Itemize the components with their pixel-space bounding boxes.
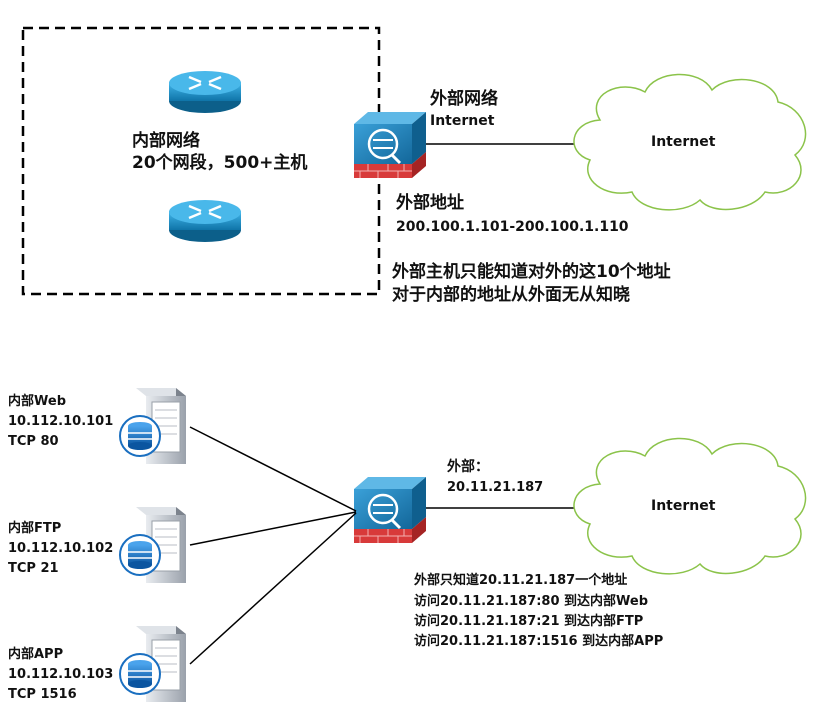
server-icon-app <box>119 625 187 703</box>
cloud-label-bottom: Internet <box>651 498 716 514</box>
external-address-title: 外部地址 <box>396 193 464 213</box>
top-note-line-1: 外部主机只能知道对外的这10个地址 <box>392 262 671 282</box>
server-icon-ftp <box>119 506 187 584</box>
server-ftp-port: TCP 21 <box>8 561 59 576</box>
server-icon-web <box>119 387 187 465</box>
server-ftp-ip: 10.112.10.102 <box>8 541 114 556</box>
external-address-range: 200.100.1.101-200.100.1.110 <box>396 219 629 235</box>
server-app-port: TCP 1516 <box>8 687 77 702</box>
bottom-note-3: 访问20.11.21.187:21 到达内部FTP <box>414 614 644 629</box>
server-web-ip: 10.112.10.101 <box>8 414 114 429</box>
firewall-icon-top <box>352 110 428 180</box>
server-web-port: TCP 80 <box>8 434 59 449</box>
internal-network-title: 内部网络 <box>132 131 200 151</box>
bottom-note-2: 访问20.11.21.187:80 到达内部Web <box>414 594 649 609</box>
router-icon-2 <box>167 198 243 244</box>
top-note-line-2: 对于内部的地址从外面无从知晓 <box>392 285 630 305</box>
router-icon-1 <box>167 69 243 115</box>
link-web <box>189 426 357 512</box>
link-ftp <box>189 511 357 546</box>
cloud-label-top: Internet <box>651 134 716 150</box>
bottom-note-4: 访问20.11.21.187:1516 到达内部APP <box>414 634 664 649</box>
external-title-bottom: 外部： <box>447 459 489 475</box>
firewall-icon-bottom <box>352 475 428 545</box>
internal-network-subtitle: 20个网段，500+主机 <box>132 153 308 173</box>
bottom-note-1: 外部只知道20.11.21.187一个地址 <box>414 573 628 588</box>
external-ip-bottom: 20.11.21.187 <box>447 480 544 495</box>
cloud-icon-bottom <box>573 437 807 575</box>
external-network-title: 外部网络 <box>430 89 498 109</box>
server-app-name: 内部APP <box>8 647 64 662</box>
server-ftp-name: 内部FTP <box>8 521 62 536</box>
server-app-ip: 10.112.10.103 <box>8 667 114 682</box>
cloud-icon-top <box>573 73 807 211</box>
server-web-name: 内部Web <box>8 394 66 409</box>
link-app <box>189 512 357 665</box>
external-network-subtitle: Internet <box>430 113 495 129</box>
